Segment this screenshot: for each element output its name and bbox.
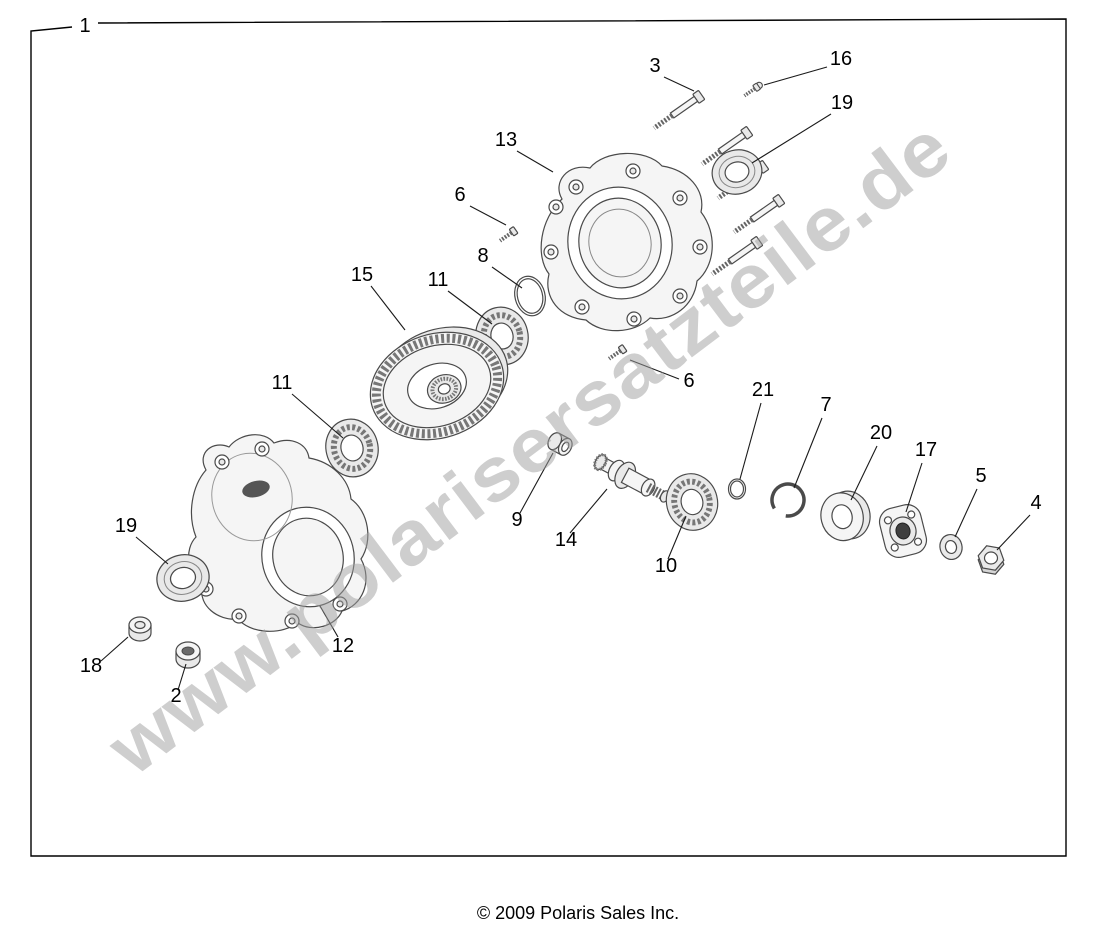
callout-19-bottom: 19 [115,515,137,537]
part-o-ring [514,275,546,317]
part-plug-fill [175,641,201,669]
part-ring-gear [369,326,509,441]
callout-2: 2 [170,685,181,707]
copyright-text: © 2009 Polaris Sales Inc. [477,903,679,923]
callout-1: 1 [79,15,90,37]
part-washer [939,533,963,561]
callout-20: 20 [870,422,892,444]
part-output-shaft [593,453,671,503]
callout-8: 8 [477,245,488,267]
callout-5: 5 [975,465,986,487]
part-rear-cover [540,152,713,332]
callout-11-lower: 11 [272,372,293,394]
callout-14: 14 [555,529,577,551]
callout-15: 15 [351,264,373,286]
part-bearing-output [660,468,723,535]
part-gearcase-housing [188,434,369,632]
part-retainer-washer [820,490,871,542]
part-snap-ring [770,482,806,518]
callout-21: 21 [752,379,774,401]
part-plug-drain [128,616,152,642]
callout-11-upper: 11 [428,269,449,291]
callout-4: 4 [1030,492,1041,514]
callout-6-left: 6 [454,184,465,206]
callout-6-right: 6 [683,370,694,392]
callout-16: 16 [830,48,852,70]
leader-lines [100,66,1031,691]
part-vent-fitting [740,81,763,101]
part-screw-left [495,224,520,247]
callout-13: 13 [495,129,517,151]
part-output-flange [878,504,928,558]
part-small-o-ring [727,478,747,500]
callout-17: 17 [915,439,937,461]
callout-10: 10 [655,555,677,577]
callout-18: 18 [80,655,102,677]
callout-19-top: 19 [831,92,853,114]
part-nut [977,545,1005,575]
callout-3: 3 [649,55,660,77]
callout-9: 9 [511,509,522,531]
part-spacer [547,432,573,456]
diagram-border [30,18,1067,857]
callout-7: 7 [820,394,831,416]
callout-12: 12 [332,635,354,657]
